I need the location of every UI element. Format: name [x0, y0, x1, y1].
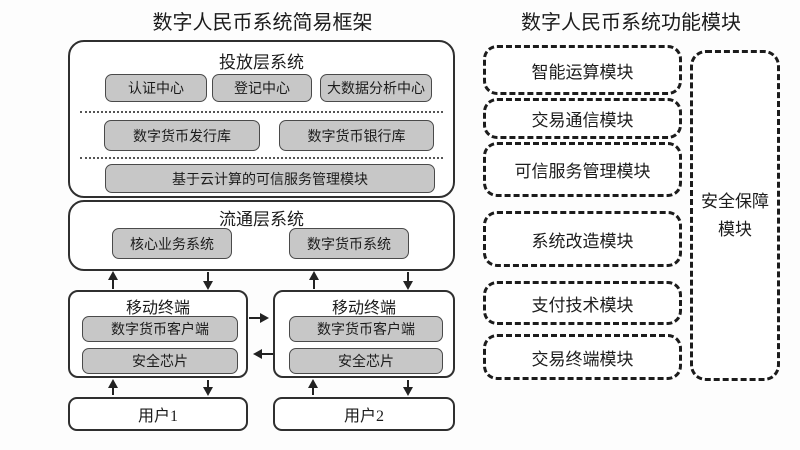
node-digital-currency-client: 数字货币客户端 — [82, 316, 238, 342]
module-trusted-service-management: 可信服务管理模块 — [483, 142, 682, 197]
module-intelligent-computing: 智能运算模块 — [483, 45, 682, 95]
arrow-down — [203, 272, 213, 290]
node-bigdata-analysis-center: 大数据分析中心 — [320, 74, 432, 102]
node-cloud-trusted-service-module: 基于云计算的可信服务管理模块 — [105, 164, 435, 193]
mobile-terminal-1-box: 移动终端 数字货币客户端 安全芯片 — [68, 290, 248, 378]
issuance-layer-box: 投放层系统 认证中心 登记中心 大数据分析中心 数字货币发行库 数字货币银行库 … — [68, 40, 455, 198]
module-payment-technology: 支付技术模块 — [483, 281, 682, 325]
node-bank-vault: 数字货币银行库 — [279, 120, 434, 151]
arrow-up — [108, 379, 118, 395]
user-1-box: 用户1 — [68, 397, 248, 431]
node-digital-currency-system: 数字货币系统 — [289, 228, 409, 259]
node-security-chip: 安全芯片 — [82, 348, 238, 374]
dotted-divider — [80, 157, 443, 159]
arrow-up — [308, 379, 318, 395]
arrow-down — [403, 380, 413, 396]
module-security-assurance: 安全保障模块 — [690, 50, 780, 381]
module-transaction-terminal: 交易终端模块 — [483, 334, 682, 380]
arrow-up — [309, 271, 319, 289]
node-core-business-system: 核心业务系统 — [112, 228, 232, 259]
right-diagram-title: 数字人民币系统功能模块 — [521, 12, 741, 34]
left-diagram-title: 数字人民币系统简易框架 — [152, 12, 373, 34]
arrow-down — [203, 380, 213, 396]
node-digital-currency-client: 数字货币客户端 — [289, 316, 443, 342]
node-authentication-center: 认证中心 — [105, 74, 207, 102]
node-security-chip: 安全芯片 — [289, 348, 443, 374]
module-system-transformation: 系统改造模块 — [483, 211, 682, 267]
mobile-terminal-1-title: 移动终端 — [125, 300, 190, 317]
arrow-up — [108, 271, 118, 289]
issuance-layer-title: 投放层系统 — [219, 53, 304, 72]
circulation-layer-title: 流通层系统 — [219, 210, 304, 229]
dotted-divider — [80, 111, 443, 113]
arrow-right — [249, 313, 269, 323]
arrow-down — [403, 272, 413, 290]
node-issuance-vault: 数字货币发行库 — [104, 120, 260, 151]
arrow-left — [253, 349, 273, 359]
mobile-terminal-2-title: 移动终端 — [331, 300, 396, 317]
module-transaction-communication: 交易通信模块 — [483, 98, 682, 139]
mobile-terminal-2-box: 移动终端 数字货币客户端 安全芯片 — [273, 290, 455, 378]
user-2-box: 用户2 — [273, 397, 455, 431]
circulation-layer-box: 流通层系统 核心业务系统 数字货币系统 — [68, 200, 455, 271]
node-registration-center: 登记中心 — [212, 74, 312, 102]
